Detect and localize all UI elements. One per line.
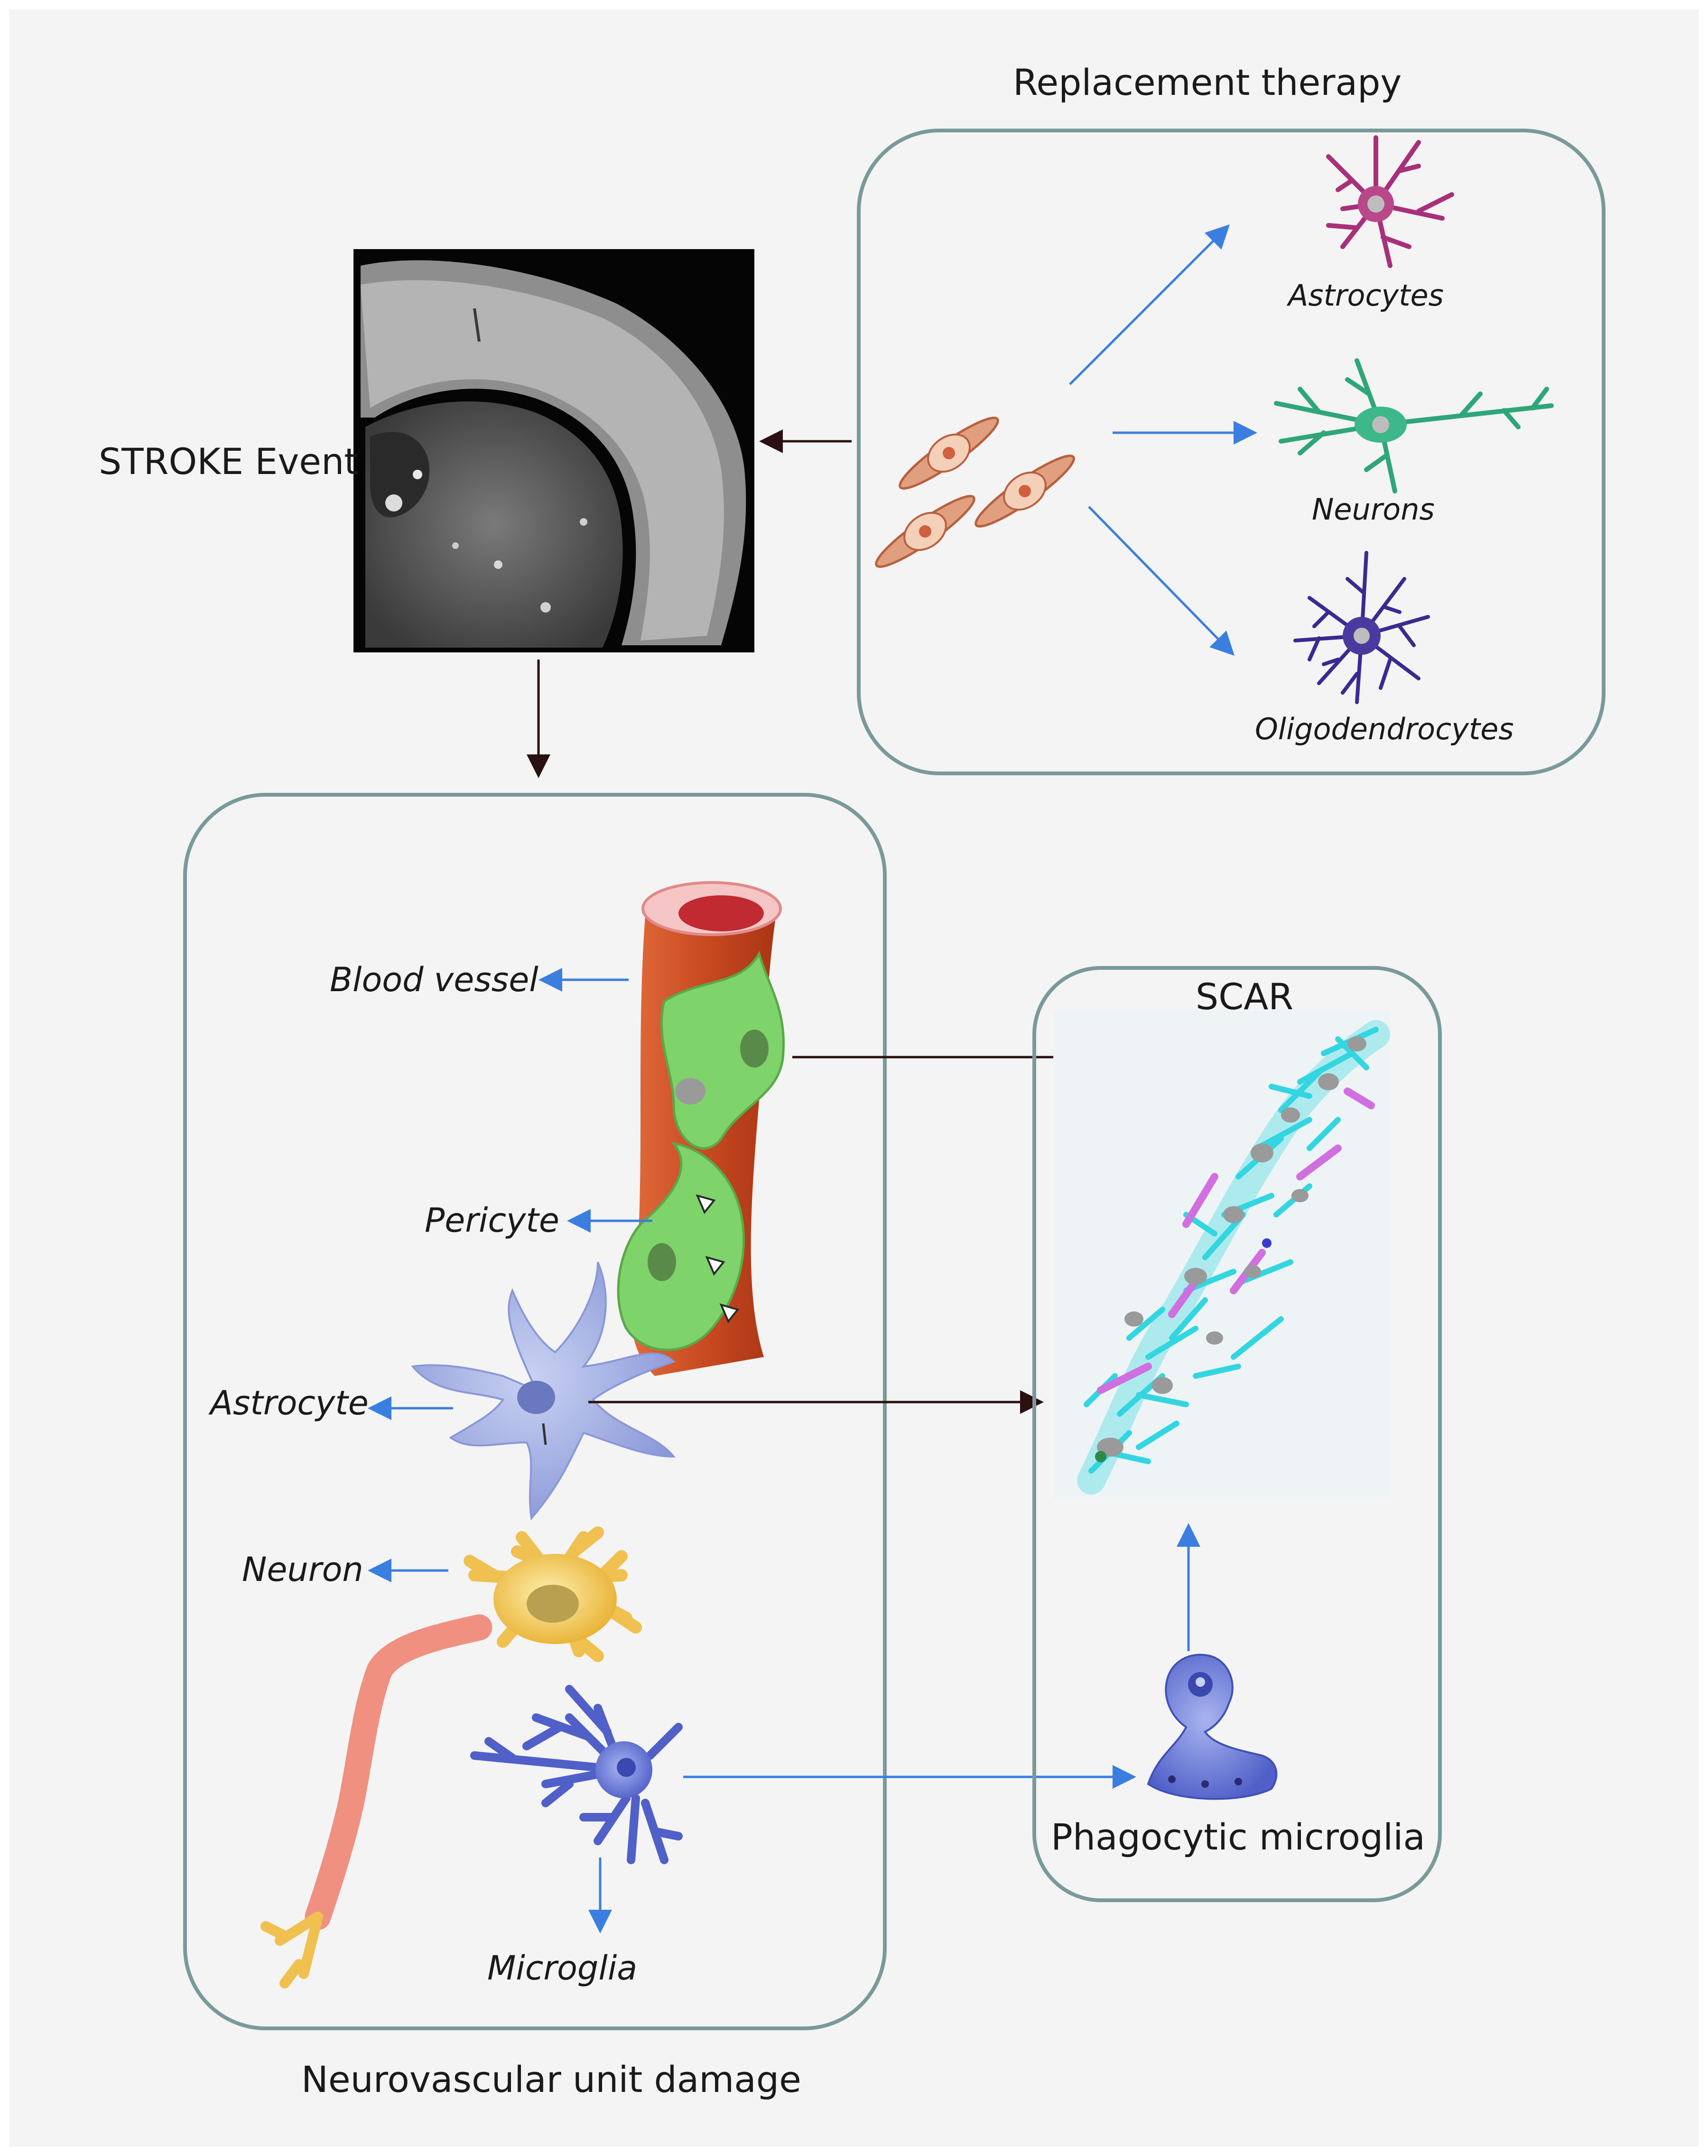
phagocytic-microglia-label: Phagocytic microglia bbox=[1051, 1816, 1425, 1858]
astrocyte-icon bbox=[1326, 135, 1454, 268]
astrocytes-label: Astrocytes bbox=[1288, 278, 1444, 313]
neurovascular-unit-title: Neurovascular unit damage bbox=[301, 2058, 801, 2100]
stem-cells-cluster bbox=[875, 417, 1075, 568]
astrocyte-label: Astrocyte bbox=[210, 1384, 369, 1422]
replacement-therapy-box bbox=[857, 129, 1606, 775]
neurons-label: Neurons bbox=[1312, 492, 1435, 527]
blood-vessel-icon bbox=[617, 881, 785, 1376]
neurovascular-unit-box bbox=[183, 793, 887, 2030]
blood-vessel-label: Blood vessel bbox=[330, 960, 538, 999]
microglia-cell-icon bbox=[470, 1685, 683, 1864]
pericyte-label: Pericyte bbox=[425, 1201, 559, 1240]
arrow-to-astrocytes bbox=[1069, 224, 1230, 385]
phagocytic-microglia-icon bbox=[1147, 1654, 1278, 1800]
stem-cell-icon bbox=[875, 495, 975, 568]
stroke-event-label: STROKE Event bbox=[99, 440, 359, 483]
scar-tissue-image bbox=[1053, 1011, 1390, 1499]
neuron-icon bbox=[1274, 358, 1554, 493]
replacement-therapy-title: Replacement therapy bbox=[1013, 61, 1402, 103]
neuron-cell-icon bbox=[260, 1526, 642, 1989]
page-background bbox=[9, 9, 1699, 2147]
astrocyte-cell-icon bbox=[411, 1262, 676, 1521]
stroke-brain-image bbox=[353, 249, 754, 652]
microglia-label: Microglia bbox=[487, 1949, 638, 1988]
stem-cell-icon bbox=[899, 417, 999, 490]
scar-box bbox=[1032, 966, 1442, 1902]
arrow-to-oligodendrocytes bbox=[1088, 506, 1235, 656]
scar-title: SCAR bbox=[1196, 976, 1294, 1018]
oligodendrocyte-icon bbox=[1293, 551, 1430, 704]
neuron-label: Neuron bbox=[242, 1550, 363, 1589]
oligodendrocytes-label: Oligodendrocytes bbox=[1255, 712, 1514, 746]
stem-cell-icon bbox=[975, 455, 1075, 528]
